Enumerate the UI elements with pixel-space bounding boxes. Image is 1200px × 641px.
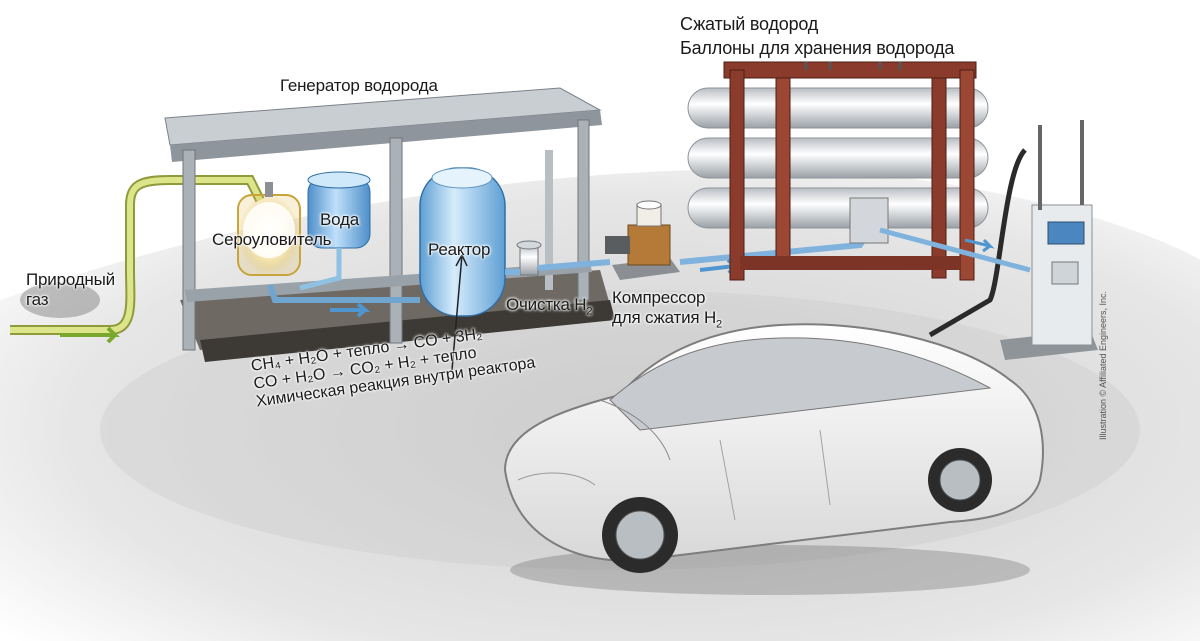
reactor-label: Реактор (428, 240, 491, 259)
sulfur-trap (237, 182, 301, 276)
generator-label: Генератор водорода (280, 76, 438, 95)
reactor-pointer (451, 254, 463, 371)
water-tank (299, 171, 371, 291)
reactor-vessel (419, 167, 506, 317)
compressor-label: Компрессор для сжатия H2 (612, 288, 722, 331)
purification-label: Очистка H2 (506, 295, 593, 318)
sulfur-trap-label: Сероуловитель (212, 230, 332, 249)
natural-gas-pipe (10, 175, 265, 335)
gas-flow-arrow (60, 326, 120, 344)
water-pipe (267, 284, 420, 303)
fuel-dispenser (879, 120, 1098, 360)
purification-unit (505, 240, 611, 276)
generator-skid (164, 87, 615, 362)
water-label: Вода (320, 210, 359, 229)
car (503, 323, 1044, 595)
compressor (605, 200, 680, 280)
illustration-credit: Illustration © Affiliated Engineers, Inc… (1098, 290, 1108, 440)
storage-rack (687, 61, 989, 281)
natural-gas-label: Природный газ (26, 270, 115, 309)
storage-label: Сжатый водород Баллоны для хранения водо… (680, 14, 955, 58)
water-flow-arrow (330, 302, 371, 318)
